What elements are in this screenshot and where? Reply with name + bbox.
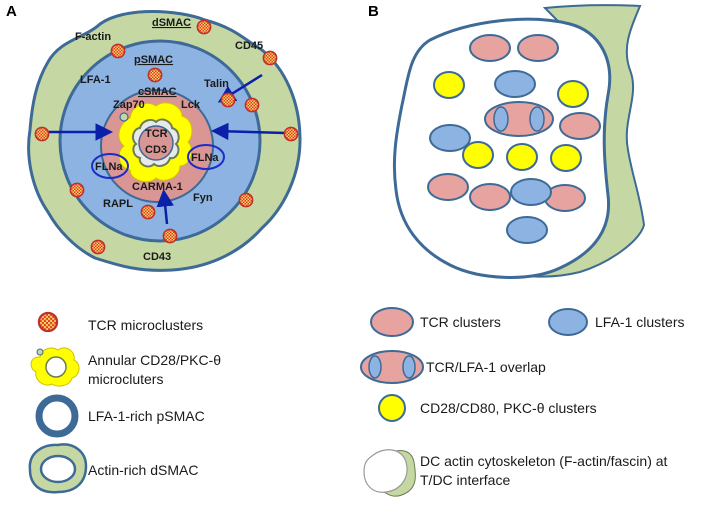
legend-left: TCR microclusters Annular CD28/PKC-θ mic… (28, 311, 221, 494)
cd28-cluster (433, 71, 465, 99)
legend-overlap-icon (360, 350, 424, 384)
lfa1-cluster (510, 178, 552, 206)
tcr-cluster (427, 173, 469, 201)
label-psmac: pSMAC (134, 54, 173, 66)
tcr-cluster (469, 34, 511, 62)
tcr-microcluster (283, 126, 299, 142)
tcr-microcluster (238, 192, 254, 208)
label-lfa1: LFA-1 (80, 74, 111, 86)
legend-lfa1-cluster-icon (548, 308, 588, 336)
panel-label-b: B (368, 3, 379, 20)
legend-cd28-line2: microcluters (88, 371, 163, 387)
legend-dsmac-icon (28, 443, 88, 494)
arrow-right (211, 122, 287, 141)
label-zap70: Zap70 (113, 99, 145, 111)
tcr-microcluster (244, 97, 260, 113)
label-lck: Lck (181, 99, 201, 111)
legend-right: TCR clusters LFA-1 clusters TCR/LFA-1 ov… (360, 307, 684, 497)
tcr-microcluster (90, 239, 106, 255)
flna-right-ellipse (187, 144, 225, 170)
zap70-bead (119, 112, 129, 122)
legend-tcr-microclusters: TCR microclusters (88, 317, 203, 333)
tcr-microcluster (220, 92, 236, 108)
legend-cd28-clusters: CD28/CD80, PKC-θ clusters (420, 400, 597, 416)
tcr-microcluster (162, 228, 178, 244)
overlap-lfa1-right (529, 106, 545, 132)
tcr-microcluster (147, 67, 163, 83)
label-csmac: cSMAC (138, 86, 177, 98)
legend-dc-actin-line2: T/DC interface (420, 472, 510, 488)
tcr-cluster (517, 34, 559, 62)
cd28-cluster (462, 141, 494, 169)
legend-cd28-line1: Annular CD28/PKC-θ (88, 352, 221, 368)
tcr-microcluster (262, 50, 278, 66)
label-cd43: CD43 (143, 251, 171, 263)
label-rapl: RAPL (103, 198, 133, 210)
label-cd3: CD3 (145, 144, 167, 156)
arrow-bottom (156, 189, 174, 225)
legend-tcr-cluster-icon (370, 307, 414, 337)
tcr-microcluster (69, 182, 85, 198)
flna-left-ellipse (91, 153, 129, 179)
lfa1-cluster (506, 216, 548, 244)
legend-dsmac: Actin-rich dSMAC (88, 462, 198, 478)
label-talin: Talin (204, 78, 229, 90)
legend-dc-actin-icon (363, 449, 416, 497)
legend-tcr-microcluster-icon (37, 311, 59, 333)
lfa1-cluster (429, 124, 471, 152)
tcr-cluster (469, 183, 511, 211)
tcr-microcluster (110, 43, 126, 59)
legend-psmac-icon (35, 394, 79, 438)
t-dc-interface-diagram (392, 4, 646, 279)
label-dsmac: dSMAC (152, 17, 191, 29)
label-flna-right: FLNa (191, 152, 219, 164)
immune-synapse-diagram: dSMAC F-actin CD45 pSMAC LFA-1 Talin cSM… (27, 10, 302, 272)
label-fyn: Fyn (193, 192, 213, 204)
lfa1-cluster (494, 70, 536, 98)
tcr-microcluster (34, 126, 50, 142)
label-carma1: CARMA-1 (132, 181, 183, 193)
label-tcr: TCR (145, 128, 168, 140)
legend-lfa1-clusters: LFA-1 clusters (595, 314, 684, 330)
cd28-cluster (506, 143, 538, 171)
legend-cd28-icon (30, 347, 80, 387)
tcr-microcluster (196, 19, 212, 35)
legend-psmac: LFA-1-rich pSMAC (88, 408, 205, 424)
overlap-lfa1-left (493, 106, 509, 132)
cd28-cluster (550, 144, 582, 172)
legend-tcr-clusters: TCR clusters (420, 314, 501, 330)
panel-label-a: A (6, 3, 17, 20)
tcr-cluster (559, 112, 601, 140)
tcr-core (138, 125, 174, 161)
label-f-actin: F-actin (75, 31, 111, 43)
legend-dc-actin-line1: DC actin cytoskeleton (F-actin/fascin) a… (420, 453, 668, 469)
label-flna-left: FLNa (95, 161, 123, 173)
legend-overlap: TCR/LFA-1 overlap (426, 359, 546, 375)
cd28-cluster (557, 80, 589, 108)
tcr-microcluster (140, 204, 156, 220)
label-cd45: CD45 (235, 40, 263, 52)
legend-cd28-cluster-icon (378, 394, 406, 422)
